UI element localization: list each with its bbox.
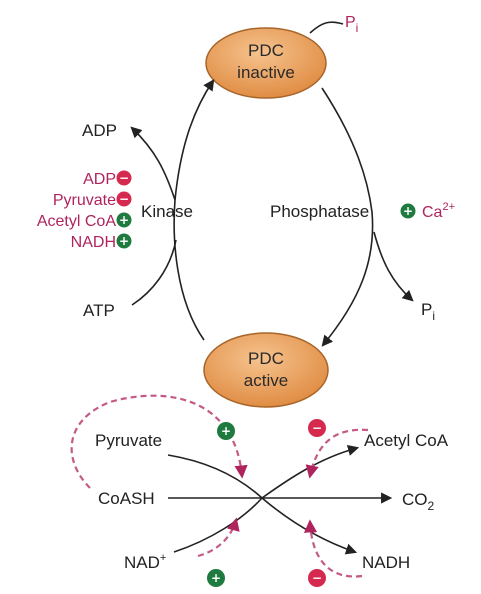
pdc-active-line1: PDC (248, 349, 284, 368)
activator-sign: + (403, 204, 413, 218)
phosphate-link (309, 21, 344, 34)
regulator-label-acetyl-coa: Acetyl CoA (37, 213, 116, 230)
coash-label: CoASH (98, 489, 155, 508)
activator-badge (116, 233, 132, 249)
inhibitor-badge (116, 170, 132, 186)
phosphatase-arrow (321, 87, 374, 347)
reaction-arrows (167, 444, 393, 555)
pyruvate-to-acetylcoa-arrow (167, 444, 360, 500)
nadh-feedback-arrow (303, 519, 363, 578)
regulator-label-nadh: NADH (71, 234, 116, 251)
kinase-regulator-list: ADP − Pyruvate − Acetyl CoA + NADH + (37, 170, 132, 251)
regulator-label-pyruvate: Pyruvate (53, 192, 116, 209)
nad-to-nadh-arrow (173, 496, 358, 555)
activator-sign: + (211, 571, 221, 585)
nad-feedback-arrow (197, 517, 240, 558)
activator-badge (400, 203, 416, 219)
acetylcoa-feedback-arrow (305, 428, 369, 479)
adp-release-arrow (130, 126, 176, 201)
inhibitor-badge (308, 419, 326, 437)
inhibitor-sign: − (312, 421, 322, 435)
activator-badge (116, 212, 132, 228)
phosphate-label: Pi (345, 14, 358, 35)
phosphatase-label: Phosphatase (270, 202, 369, 221)
nad-label: NAD+ (124, 552, 166, 572)
pyruvate-label: Pyruvate (95, 431, 162, 450)
co2-label: CO2 (402, 490, 435, 513)
kinase-label: Kinase (141, 202, 193, 221)
calcium-label: Ca2+ (422, 201, 455, 221)
pdc-inactive-line2: inactive (237, 63, 295, 82)
inhibitor-sign: − (119, 192, 129, 206)
inhibitor-sign: − (119, 171, 129, 185)
inhibitor-badge (308, 569, 326, 587)
pi-release-arrow (373, 231, 414, 302)
atp-label: ATP (83, 301, 115, 320)
activator-sign: + (119, 234, 129, 248)
regulator-label-adp: ADP (83, 171, 116, 188)
pdc-active-node: PDC active (203, 332, 329, 408)
inhibitor-sign: − (312, 571, 322, 585)
activator-sign: + (119, 213, 129, 227)
acetyl-coa-product-label: Acetyl CoA (364, 431, 449, 450)
pdc-active-line2: active (244, 371, 288, 390)
activator-sign: + (221, 424, 231, 438)
pdc-inactive-node: PDC inactive (205, 27, 327, 99)
activator-badge (217, 422, 235, 440)
activator-badge (207, 569, 225, 587)
kinase-arrow (173, 79, 215, 341)
pi-product-label: Pi (421, 300, 435, 323)
inhibitor-badge (116, 191, 132, 207)
adp-product-label: ADP (82, 121, 117, 140)
pdc-inactive-line1: PDC (248, 41, 284, 60)
atp-input-line (131, 239, 177, 306)
nadh-product-label: NADH (362, 553, 410, 572)
